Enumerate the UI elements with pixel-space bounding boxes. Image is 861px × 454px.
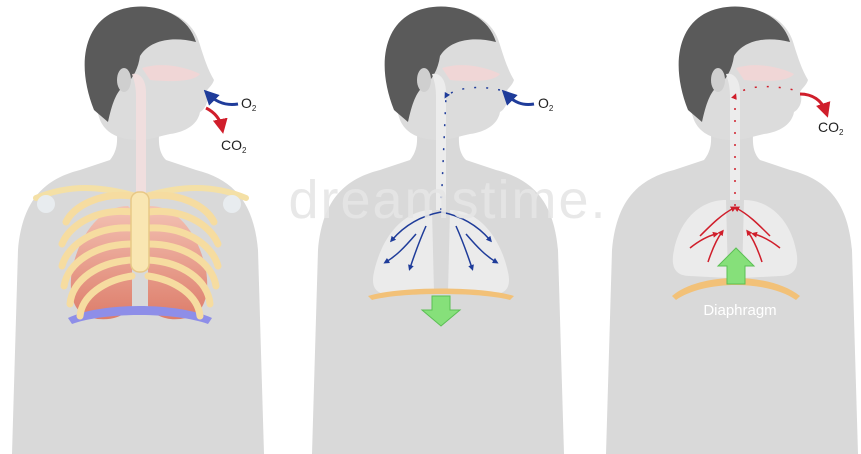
left-shoulder-joint [37, 195, 55, 213]
ear [417, 68, 431, 92]
ear [117, 68, 131, 92]
o2-in-arrow-1 [208, 94, 238, 105]
o2-in-arrow-2 [506, 94, 534, 105]
o2-label-1: O2 [241, 95, 257, 113]
watermark: dreamstime. [288, 170, 607, 230]
diaphragm-label: Diaphragm [703, 302, 776, 319]
figure-anatomy: O2 CO2 [12, 7, 264, 454]
co2-label-3: CO2 [818, 119, 844, 137]
o2-label-2: O2 [538, 95, 554, 113]
co2-label-1: CO2 [221, 137, 247, 155]
ear [711, 68, 725, 92]
sternum [131, 192, 149, 272]
co2-out-arrow-3 [800, 94, 826, 112]
co2-out-arrow-1 [206, 108, 222, 128]
figure-exhalation: Diaphragm CO2 [606, 7, 858, 454]
figure-inhalation: O2 [312, 7, 564, 454]
right-shoulder-joint [223, 195, 241, 213]
